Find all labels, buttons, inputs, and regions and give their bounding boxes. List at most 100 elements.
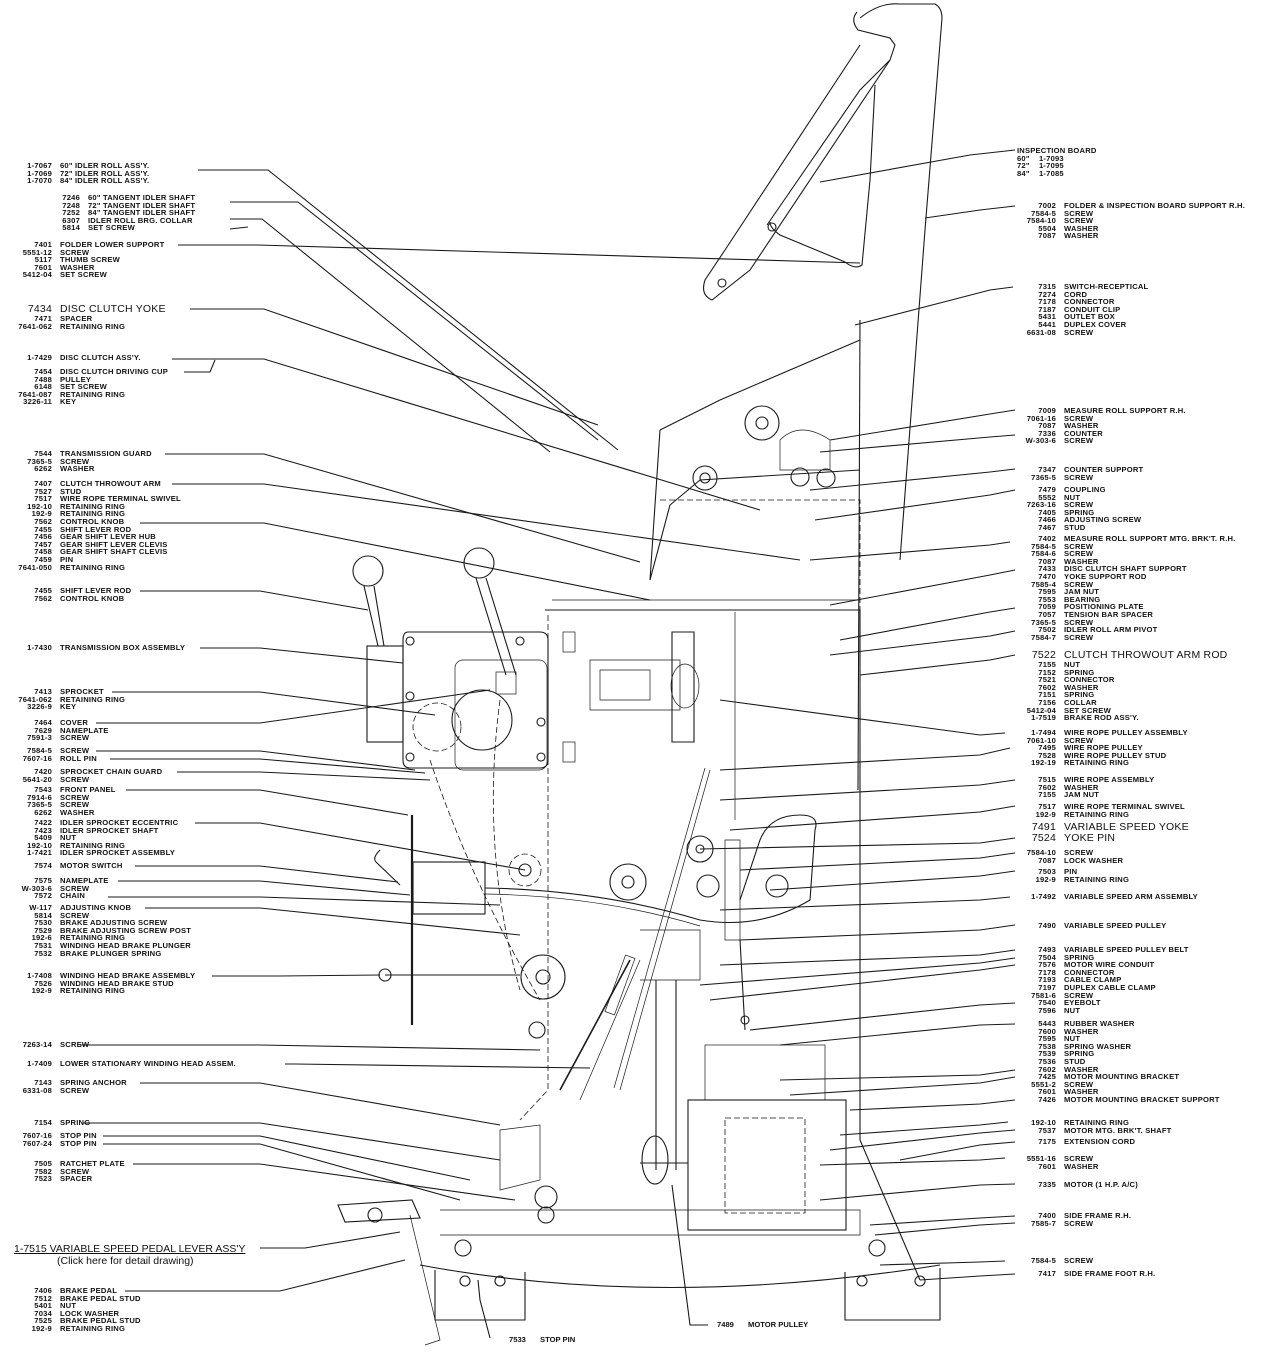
pedal-lever-link[interactable]: 1-7515 VARIABLE SPEED PEDAL LEVER ASS'Y … [14,1243,245,1267]
disc-clutch-pulley [671,631,695,743]
part-name: CLUTCH THROWOUT ARM [60,479,161,488]
part-number: 7562 [34,593,52,603]
part-number: 7522 [1031,649,1056,661]
part-name: NUT [1064,1005,1081,1015]
part-number: 7537 [1038,1125,1056,1135]
part-number: 5117 [34,255,52,265]
variable-speed-yoke [724,839,741,941]
part-number: W-303-6 [1025,436,1056,446]
part-name: SET SCREW [60,382,107,392]
part-number: 7347 [1038,465,1056,474]
part-name: SIDE FRAME R.H. [1064,1211,1132,1220]
part-number: 7417 [1038,1269,1056,1278]
part-number: 5412-04 [1026,705,1056,715]
part-number: 7002 [1038,201,1056,210]
part-name: SPROCKET [60,687,104,696]
part-name: COUNTER SUPPORT [1064,465,1144,474]
part-name: NUT [1064,660,1081,669]
part-name: MOTOR MOUNTING BRACKET [1064,1072,1180,1082]
part-number: 192-6 [31,933,52,943]
part-number: 7515 [1038,775,1056,784]
wire-rope-pulley [609,863,647,901]
part-name: RETAINING RING [60,562,126,572]
disc-clutch [589,659,681,711]
part-number: 5409 [34,833,52,843]
part-number: 7175 [1038,1137,1056,1146]
winding-head-brake [520,954,566,1000]
part-number: 7585-4 [1031,579,1056,589]
part-number: 7178 [1038,967,1056,977]
part-name: LOWER STATIONARY WINDING HEAD ASSEM. [60,1059,236,1068]
part-name: SCREW [60,800,90,810]
part-number: 7274 [1038,289,1056,299]
part-number: 7572 [34,891,52,901]
part-number: 192-9 [31,509,52,519]
part-number: 7156 [1038,697,1056,707]
pedal-pivot [367,1207,383,1223]
part-number: 7155 [1038,790,1056,800]
part-number: 7531 [34,940,52,950]
part-name: WIRE ROPE PULLEY ASSEMBLY [1064,728,1188,737]
part-name: SPRING [60,1118,91,1127]
part-name: 84" IDLER ROLL ASS'Y. [60,176,150,186]
part-number: 1-7430 [27,643,52,652]
part-number: 7152 [1038,667,1056,677]
part-name: TRANSMISSION GUARD [60,449,152,458]
part-name: CABLE CLAMP [1064,975,1122,985]
part-name: FOLDER & INSPECTION BOARD SUPPORT R.H. [1064,201,1245,210]
part-name: VARIABLE SPEED ARM ASSEMBLY [1064,892,1198,901]
part-name: SHIFT LEVER ROD [60,524,132,534]
shift-lever-knob-right [463,547,495,579]
part-name: GEAR SHIFT LEVER HUB [60,532,156,542]
part-name: COUPLING [1064,485,1106,494]
pedal-lever-link-label[interactable]: 1-7515 VARIABLE SPEED PEDAL LEVER ASS'Y [14,1243,246,1255]
part-name: RETAINING RING [1064,874,1130,884]
part-number: 7538 [1038,1041,1056,1051]
part-number: 192-10 [1031,1118,1056,1127]
part-number: 5504 [1038,223,1056,233]
part-number: 7365-5 [1031,617,1056,627]
pedal-lever-link-note[interactable]: (Click here for detail drawing) [57,1255,194,1267]
part-number: 7521 [1038,675,1056,685]
part-number: 7543 [34,785,52,794]
part-name: SET SCREW [88,223,135,233]
part-number: 192-9 [1035,874,1056,884]
part-number: 7641-087 [18,389,52,399]
part-number: 7495 [1038,743,1056,753]
part-name: WASHER [60,262,95,272]
part-number: 7596 [1038,1005,1056,1015]
part-name: RETAINING RING [1064,758,1130,768]
part-number: 7528 [1038,750,1056,760]
part-name: VARIABLE SPEED PULLEY [1064,921,1167,930]
